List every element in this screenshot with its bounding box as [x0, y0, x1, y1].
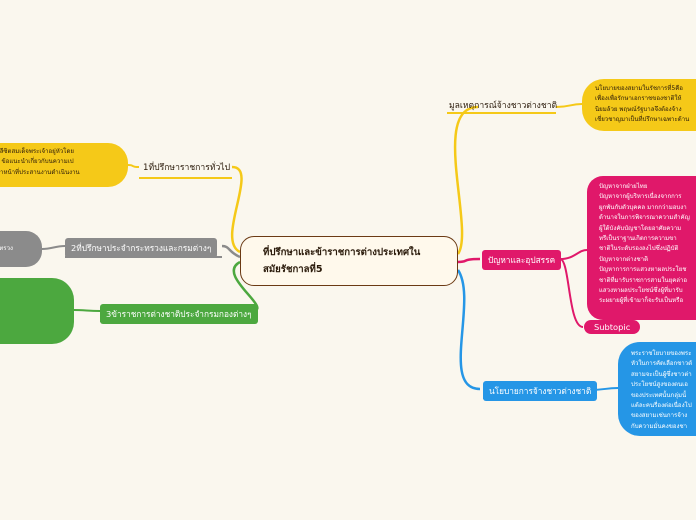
- detail-line: ผูกพันกับตัวบุคคล มากกว่ามอบงา: [599, 203, 687, 211]
- topic-hiring-policy[interactable]: นโยบายการจ้างชาวต่างชาติ: [483, 381, 598, 401]
- detail-line: กลีซิตสมเด็จพระเจ้าอยู่หัวโดย: [0, 148, 74, 155]
- detail-hiring-policy[interactable]: พระราชโยบายของพระ หัวในการคัดเลือกชาวตั …: [618, 342, 696, 436]
- topic-foreign-officials[interactable]: 3ข้าราชการต่างชาติประจำกรมกองต่างๆ: [100, 304, 258, 324]
- central-topic-line-1: ที่ปรึกษาและข้าราชการต่างประเทศใน: [263, 247, 421, 258]
- detail-foreign-officials[interactable]: ร: [0, 278, 74, 344]
- link-mool-to-bubble: [555, 103, 583, 108]
- link-central-to-blue: [456, 269, 481, 391]
- detail-line: ย ข้อแนะนำเกี่ยวกับนความเป: [0, 158, 74, 166]
- link-central-to-grey: [221, 244, 241, 259]
- topic-advisors-general-label: 1ที่ปรึกษาราชการทั่วไป: [143, 163, 231, 173]
- topic-ministry-advisors-label: 2ที่ปรึกษาประจำกระทรวงและกรมต่างๆ: [71, 243, 212, 253]
- topic-causes[interactable]: มูลเหตุการณ์จ้างชาวต่างชาติ: [449, 98, 557, 112]
- detail-line: ะทรวง: [0, 245, 13, 252]
- detail-line: เชี่ยวชาญมาเป็นที่ปรึกษาเฉพาะด้าน: [595, 116, 690, 124]
- detail-line: ด้านาจในการพิจารณาความสำคัญ: [599, 214, 690, 222]
- detail-line: สยามจะเป็นผู้ซึ่งชาวต่า: [631, 370, 692, 378]
- detail-advisors-general[interactable]: กลีซิตสมเด็จพระเจ้าอยู่หัวโดย ย ข้อแนะนำ…: [0, 143, 128, 187]
- detail-problems[interactable]: ปัญหาจากฝ่ายไทย ปัญหาจากผู้บริหารเนื่องจ…: [587, 176, 696, 320]
- link-central-to-orange: [453, 105, 479, 255]
- detail-causes[interactable]: นโยบายของสยามในรัชการที่5คือ เพื่องเพื่อ…: [582, 79, 696, 131]
- detail-line: ปัญหาจากฝ่ายไทย: [599, 183, 648, 190]
- detail-line: ชาติที่มารับราชการสามในยุคล่าอ: [599, 276, 688, 284]
- topic-ministry-advisors[interactable]: 2ที่ปรึกษาประจำกระทรวงและกรมต่างๆ: [65, 238, 218, 258]
- detail-line: ประโยชน์สูงของตนเอ: [631, 381, 688, 389]
- detail-line: ผู้ใต้บังคับบัญชาโดยอาศัยความ: [599, 224, 682, 232]
- detail-line: ชาติในระดับรองลงไปซึ่งปฏิบัติ: [599, 245, 679, 253]
- detail-line: ทรีเป็นราฐานเกิดการความขา: [599, 235, 677, 243]
- detail-line: ปัญหาจากผู้บริหารเนื่องจากการ: [599, 193, 682, 201]
- detail-line: หัวในการคัดเลือกชาวตั: [631, 360, 693, 368]
- detail-line: นิยมล้วย พฤษณ์รัฐบาลจึงต้องจ้าง: [595, 105, 682, 113]
- detail-line: ของสยามเช่นการจ้าง: [631, 412, 688, 420]
- detail-line: ร: [0, 302, 74, 312]
- detail-line: ปัญหาจากต่างชาติ: [599, 255, 649, 263]
- link-central-to-pink: [457, 257, 481, 264]
- detail-line: เพื่องเพื่อรักษาเอกราชของชาติให้: [595, 95, 682, 103]
- detail-line: นโยบายของสยามในรัชการที่5คือ: [595, 85, 683, 92]
- subtopic-node[interactable]: Subtopic: [584, 320, 641, 334]
- link-3-to-bubble: [73, 309, 101, 312]
- topic-problems[interactable]: ปัญหาและอุปสรรค: [482, 250, 562, 270]
- subtopic-label: Subtopic: [594, 322, 631, 332]
- topic-causes-label: มูลเหตุการณ์จ้างชาวต่างชาติ: [449, 101, 558, 111]
- detail-line: แสวงหาผลประโยชน์ซึ่งผู้ที่มารับ: [599, 287, 683, 295]
- detail-line: พระราชโยบายของพระ: [631, 350, 692, 357]
- detail-line: ปัญหาการการแสวงหาผลประโยช: [599, 266, 687, 274]
- central-topic[interactable]: ที่ปรึกษาและข้าราชการต่างประเทศใน สมัยรั…: [240, 236, 458, 286]
- detail-line: ระผยายผู้ที่เข้ามาก็จะรับเป็นหรือ: [599, 297, 684, 305]
- detail-line: แต้ละคนรื่องต่อเนื่องโป: [631, 402, 692, 410]
- central-topic-line-2: สมัยรัชกาลที่5: [263, 264, 323, 275]
- link-1-to-bubble: [127, 164, 140, 168]
- link-pink-to-subtopic: [559, 258, 584, 328]
- link-central-to-yellow: [230, 165, 243, 254]
- topic-advisors-general[interactable]: 1ที่ปรึกษาราชการทั่วไป: [143, 160, 230, 174]
- link-pink-to-bubble: [559, 249, 588, 260]
- topic-foreign-officials-label: 3ข้าราชการต่างชาติประจำกรมกองต่างๆ: [106, 309, 252, 319]
- topic-hiring-policy-label: นโยบายการจ้างชาวต่างชาติ: [489, 386, 592, 396]
- detail-line: ห้าหน้าที่ประสานงานดำเนินงาน: [0, 168, 80, 176]
- detail-line: กับความมั่นคงของชา: [631, 422, 688, 430]
- detail-line: ของประเทศนั้นกลุ่มนั้: [631, 391, 687, 399]
- detail-ministry-advisors[interactable]: ะทรวง: [0, 231, 42, 267]
- link-2-to-bubble: [41, 245, 66, 250]
- topic-problems-label: ปัญหาและอุปสรรค: [488, 255, 556, 265]
